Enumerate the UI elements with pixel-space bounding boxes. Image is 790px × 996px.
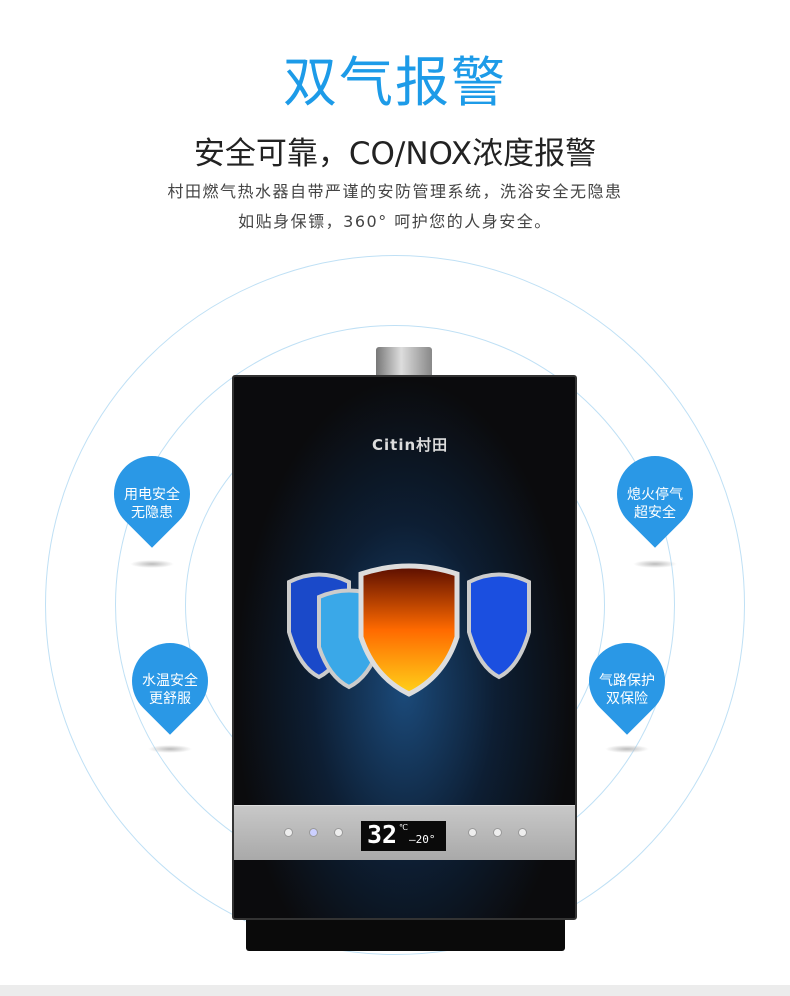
pin-shadow <box>130 560 174 568</box>
page-title: 双气报警 <box>283 51 507 114</box>
shield-icons <box>287 563 531 697</box>
feature-electric: 用电安全无隐患 <box>102 486 202 522</box>
feature-line: 气路保护 <box>599 673 655 689</box>
feature-line: 无隐患 <box>131 505 173 521</box>
brand-logo: Citin村田 <box>372 436 449 454</box>
power-button[interactable] <box>284 828 293 837</box>
switch-button[interactable] <box>518 828 527 837</box>
decrease-button[interactable] <box>493 828 502 837</box>
feature-line: 超安全 <box>634 505 676 521</box>
secondary-readout: —20° <box>409 833 436 846</box>
mode-button[interactable] <box>309 828 318 837</box>
control-panel: 32 ℃ —20° <box>234 805 575 860</box>
temperature-readout: 32 <box>367 820 398 849</box>
feature-gas: 气路保护双保险 <box>577 672 677 708</box>
feature-water-temp: 水温安全更舒服 <box>120 672 220 708</box>
description-line-2: 如贴身保镖，360° 呵护您的人身安全。 <box>238 212 552 231</box>
feature-line: 水温安全 <box>142 673 198 689</box>
feature-line: 用电安全 <box>124 487 180 503</box>
feature-flameout: 熄火停气超安全 <box>605 486 705 522</box>
subtitle: 安全可靠，CO/NOX浓度报警 <box>193 136 597 172</box>
feature-line: 熄火停气 <box>627 487 683 503</box>
increase-button[interactable] <box>468 828 477 837</box>
pin-shadow <box>148 745 192 753</box>
heater-base <box>246 915 565 951</box>
bottom-band <box>0 985 790 996</box>
water-heater: Citin村田 32 ℃ —20° <box>232 375 577 920</box>
feature-line: 双保险 <box>606 691 648 707</box>
pin-shadow <box>633 560 677 568</box>
description-line-1: 村田燃气热水器自带严谨的安防管理系统，洗浴安全无隐患 <box>167 182 623 201</box>
pin-shadow <box>605 745 649 753</box>
temperature-unit: ℃ <box>399 823 408 832</box>
feature-line: 更舒服 <box>149 691 191 707</box>
timer-button[interactable] <box>334 828 343 837</box>
outer-ring <box>45 255 745 955</box>
lcd-display: 32 ℃ —20° <box>361 820 446 851</box>
flue-pipe <box>376 347 432 377</box>
